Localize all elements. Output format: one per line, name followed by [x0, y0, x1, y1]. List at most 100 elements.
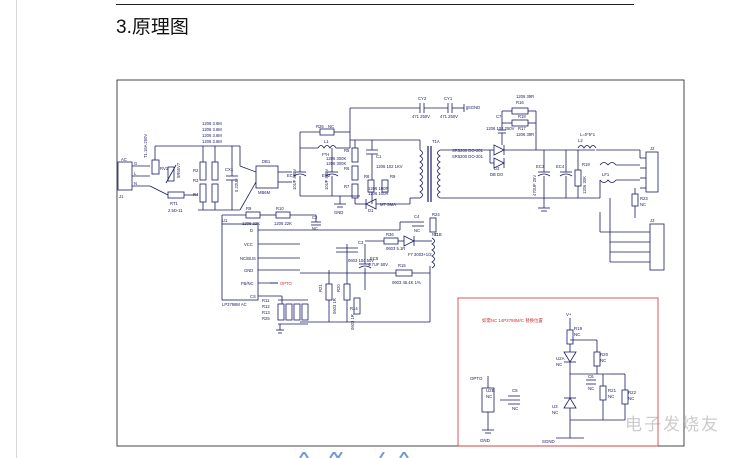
opt-c5-v: NC: [512, 406, 518, 411]
cs-resistor-4: [301, 303, 309, 321]
controller-u1: [221, 223, 259, 301]
cs-resistor-1: [277, 303, 285, 321]
label-r5-value: 1206 300K: [326, 156, 346, 161]
label-fuse: T1.15A 250V: [143, 134, 148, 158]
label-ec3: EC3: [536, 164, 545, 169]
label-r17-value: 1206 39R: [516, 132, 534, 137]
opt-r19: R19: [574, 326, 583, 331]
label-r8: R8: [364, 174, 370, 179]
opt-r21-v: NC: [608, 394, 614, 399]
label-c4-value: NC: [414, 228, 420, 233]
label-rt1: RT1: [170, 201, 179, 206]
opt-led-u2a: [563, 351, 577, 363]
label-r-lower-2: R12: [262, 304, 270, 309]
header-rule: [116, 4, 634, 5]
common-mode-lf1: [599, 162, 617, 166]
label-d34-value: DB DO: [490, 172, 504, 177]
label-r-stack-4: 1206 3.6M: [202, 139, 222, 144]
transformer-secondary: [437, 149, 441, 199]
label-l1-value: F*H: [322, 152, 329, 157]
label-cs-res-1: 0603 1R: [332, 298, 337, 314]
label-r16-value: 1206 39R: [516, 94, 534, 99]
transformer-primary: [419, 149, 423, 199]
label-r26: R26: [316, 124, 324, 129]
label-r9-startup-value: 1206 22K: [242, 221, 260, 226]
label-r-lower-4: R25: [262, 316, 270, 321]
label-ec-value: 470UF 25V: [532, 175, 537, 196]
label-r3: R3: [193, 178, 199, 183]
opt-c6: C6: [588, 374, 594, 379]
label-d2-value-2: SR5200 DO-201: [452, 154, 484, 159]
opt-sgnd: SGND: [542, 439, 555, 444]
label-r5: R5: [344, 148, 350, 153]
pin-gnd: GND: [244, 268, 253, 273]
label-lf1: LF1: [602, 172, 610, 177]
opt-r19-v: NC: [574, 332, 580, 337]
label-r19-value: 1206 30K: [582, 176, 587, 194]
opt-u2b-v: NC: [486, 394, 492, 399]
pin-nc: NC/BUS: [240, 256, 256, 261]
section-heading: 3.原理图: [116, 17, 189, 38]
label-cx1: CX1: [225, 167, 234, 172]
label-r-stack-2: 1206 3.6M: [202, 127, 222, 132]
label-gnd: GND: [334, 210, 343, 215]
label-t1b: T1B: [434, 232, 442, 237]
resistor-r14: [353, 297, 361, 315]
page-margin-line: [16, 0, 17, 458]
opt-r21: R21: [608, 388, 617, 393]
label-cx-value: 0.22UF: [234, 178, 239, 192]
label-rv-value: 5R65V7: [176, 162, 181, 178]
output-connector-j3: [649, 223, 665, 271]
pin-fb: FB/NC: [241, 281, 254, 286]
label-r36-value: 0603 5.1R: [386, 246, 405, 251]
resistor-r9: [381, 179, 389, 193]
cs-resistor-2: [285, 303, 293, 321]
opt-r22: R22: [628, 390, 637, 395]
opt-r20: R20: [600, 352, 609, 357]
label-r9-value: 1206 100R: [368, 191, 389, 196]
label-ec4: EC4: [556, 164, 565, 169]
label-r9-startup: R9: [246, 206, 252, 211]
label-sgnd-top: SGND: [468, 105, 480, 110]
label-r10-value: 1206 22K: [274, 221, 292, 226]
label-r8-value: 1206 100R: [368, 186, 389, 191]
label-t1b-value: F7 3003+1/2: [408, 252, 432, 257]
label-db1: DB1: [262, 159, 271, 164]
opt-u3: U3: [552, 404, 558, 409]
label-cs-res-2: 0603 1R: [350, 314, 355, 330]
label-r-lower-1: R11: [262, 298, 270, 303]
label-r23-value: NC: [640, 202, 646, 207]
opt-r22-v: NC: [628, 396, 634, 401]
cs-resistor-3: [293, 303, 301, 321]
label-j2: J2: [650, 146, 655, 151]
label-u1-value: LP3798M AC: [222, 302, 247, 307]
label-t1a: T1A: [432, 139, 440, 144]
label-cy2-value: 471 250V: [412, 114, 430, 119]
label-ec2-value: 10UF 450V: [324, 169, 329, 190]
label-cy1: CY1: [444, 96, 453, 101]
label-j3: J3: [650, 218, 655, 223]
label-r24-value: NC: [432, 232, 438, 237]
label-j1: J1: [119, 194, 124, 199]
label-ac-l: L: [134, 171, 137, 176]
pin-d: D: [250, 228, 253, 233]
label-r6-value: 1206 300K: [326, 161, 346, 166]
inductor-l1: [317, 145, 337, 149]
opt-u2a: U2A: [556, 356, 565, 361]
label-r14: R14: [350, 306, 358, 311]
label-db-value: MB6M: [258, 190, 271, 195]
cropped-blue-fragment: [299, 452, 409, 458]
opt-u2a-v: NC: [556, 362, 562, 367]
opt-title: 如需NC 14P3798M/C 替换位置: [482, 317, 543, 324]
label-r7: R7: [344, 184, 350, 189]
label-r-lower-3: R13: [262, 310, 270, 315]
label-r15-value: 0603 46.4K 1%: [392, 280, 421, 285]
opt-c6-v: NC: [588, 386, 594, 391]
label-r20: R20: [336, 284, 341, 292]
bridge-rectifier-db1: [255, 165, 279, 189]
label-c7-value: 1206 102 250V: [486, 126, 515, 131]
label-ac-g: G: [134, 161, 137, 166]
label-r-stack-3: 1206 3.6M: [202, 133, 222, 138]
label-r24: R24: [432, 212, 440, 217]
